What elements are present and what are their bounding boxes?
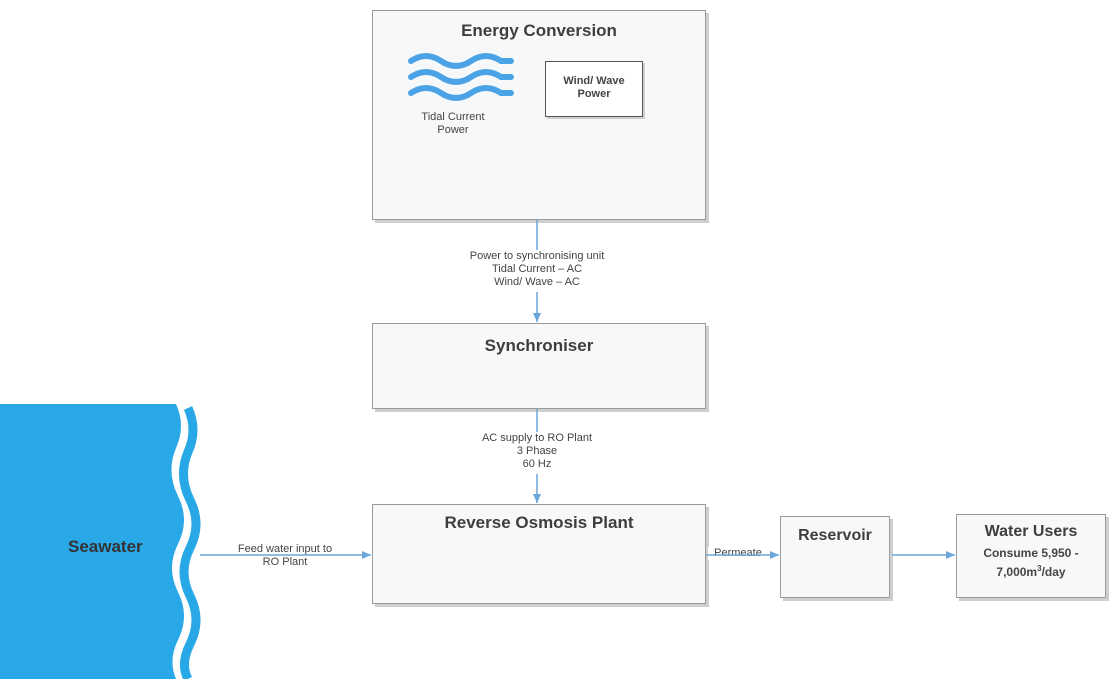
water-users-value: 7,000m bbox=[996, 565, 1038, 579]
ac-supply-line3: 60 Hz bbox=[522, 458, 552, 470]
wind-label-line1: Wind/ Wave bbox=[563, 75, 625, 87]
power-link-label: Power to synchronising unit Tidal Curren… bbox=[432, 250, 642, 289]
synchroniser-box: Synchroniser bbox=[372, 323, 706, 409]
feed-water-label: Feed water input to RO Plant bbox=[220, 543, 350, 569]
ro-plant-title: Reverse Osmosis Plant bbox=[444, 513, 634, 532]
tidal-label-line2: Power bbox=[437, 124, 469, 136]
waves-icon bbox=[408, 53, 514, 101]
water-users-consumption: Consume 5,950 - 7,000m3/day bbox=[957, 545, 1105, 580]
feed-water-line1: Feed water input to bbox=[237, 543, 333, 555]
feed-water-line2: RO Plant bbox=[262, 556, 308, 568]
power-link-line3: Wind/ Wave – AC bbox=[494, 276, 580, 288]
water-users-line1: Consume 5,950 - bbox=[983, 546, 1079, 560]
power-link-line2: Tidal Current – AC bbox=[491, 263, 583, 275]
wind-wave-power-box: Wind/ Wave Power bbox=[545, 61, 643, 117]
wind-wave-label: Wind/ Wave Power bbox=[546, 75, 642, 101]
tidal-label-line1: Tidal Current bbox=[421, 111, 485, 123]
energy-conversion-title: Energy Conversion bbox=[461, 21, 617, 40]
energy-conversion-box: Energy Conversion Tidal Current Power Wi… bbox=[372, 10, 706, 220]
ac-supply-line2: 3 Phase bbox=[516, 445, 558, 457]
water-users-title: Water Users bbox=[984, 523, 1078, 540]
reservoir-box: Reservoir bbox=[780, 516, 890, 598]
synchroniser-title: Synchroniser bbox=[484, 336, 594, 355]
water-users-unit: /day bbox=[1041, 565, 1066, 579]
power-link-line1: Power to synchronising unit bbox=[469, 250, 605, 262]
ac-supply-label: AC supply to RO Plant 3 Phase 60 Hz bbox=[452, 432, 622, 471]
water-users-superscript: 3 bbox=[1037, 564, 1042, 573]
water-users-line2: 7,000m3/day bbox=[957, 561, 1105, 580]
permeate-label: Permeate bbox=[708, 547, 768, 560]
seawater-label: Seawater bbox=[68, 537, 143, 556]
reservoir-title: Reservoir bbox=[798, 527, 872, 544]
ac-supply-line1: AC supply to RO Plant bbox=[481, 432, 593, 444]
wind-label-line2: Power bbox=[577, 88, 611, 100]
water-users-box: Water Users Consume 5,950 - 7,000m3/day bbox=[956, 514, 1106, 598]
ro-plant-box: Reverse Osmosis Plant bbox=[372, 504, 706, 604]
seawater-shape bbox=[0, 404, 201, 679]
tidal-current-label: Tidal Current Power bbox=[403, 111, 503, 137]
